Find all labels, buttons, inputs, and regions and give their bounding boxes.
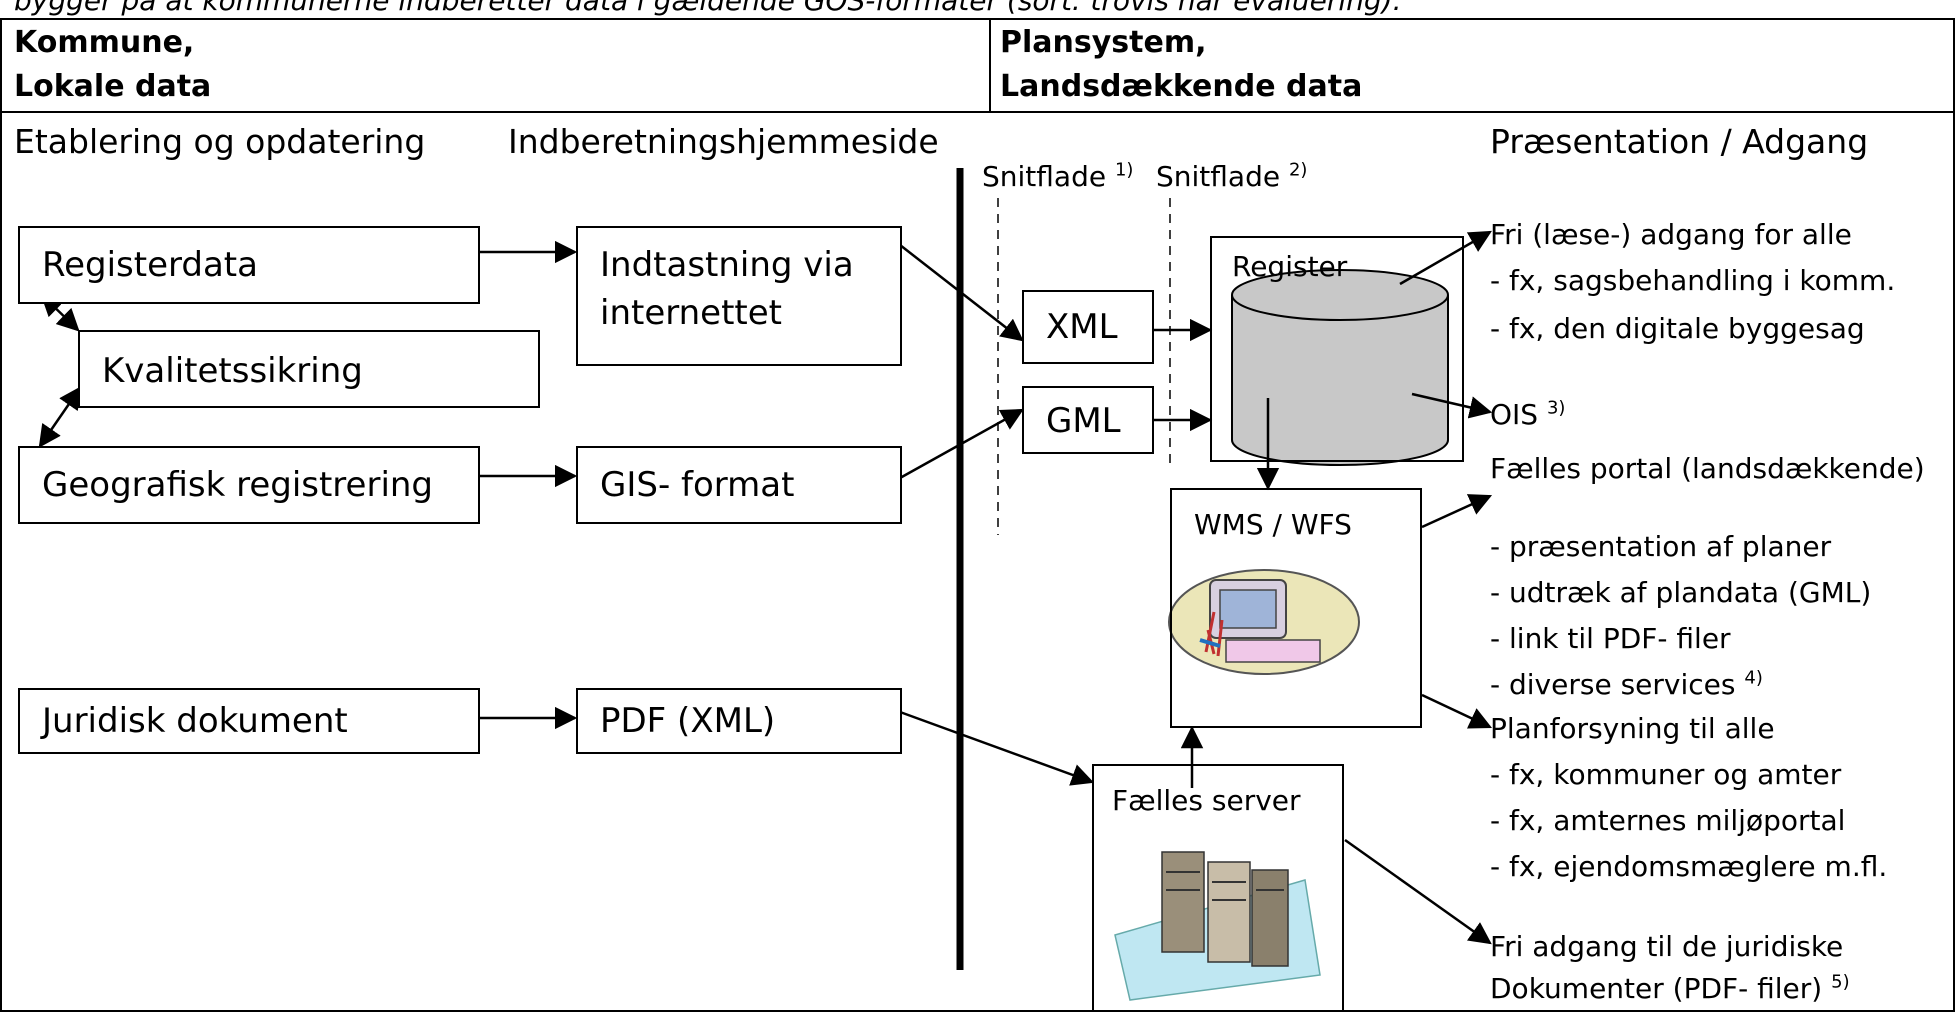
arrow-register-ois [1411, 392, 1493, 419]
box-registerdata: Registerdata [18, 226, 480, 304]
box-quality: Kvalitetssikring [78, 330, 540, 408]
header-right-line1: Plansystem, [1000, 25, 1207, 60]
database-cylinder-icon [1231, 269, 1449, 466]
arrow-wms-portal [1421, 494, 1493, 529]
access-legal-2-text: Dokumenter (PDF- filer) [1490, 972, 1823, 1005]
box-input-line1: Indtastning via [600, 245, 854, 285]
interface-label-1-text: Snitflade [982, 160, 1107, 193]
box-legal: Juridisk dokument [18, 688, 480, 754]
arrow-server-legal [1344, 838, 1492, 945]
box-input-line2: internettet [600, 293, 783, 333]
box-xml: XML [1022, 290, 1154, 364]
arrow-quality-geo [38, 386, 82, 448]
access-ois: OIS 3) [1490, 398, 1565, 432]
header-left-line1: Kommune, [14, 25, 195, 60]
arrow-pdf-server [899, 710, 1095, 786]
interface-label-1: Snitflade 1) [982, 160, 1133, 194]
box-wms-label: WMS / WFS [1194, 508, 1352, 541]
top-caption: bygger på at kommunerne indberetter data… [14, 0, 1402, 17]
arrow-input-xml [899, 244, 1024, 342]
access-ois-note: 3) [1546, 397, 1566, 419]
interface-label-2-text: Snitflade [1156, 160, 1281, 193]
access-free-read: Fri (læse-) adgang for alle [1490, 218, 1852, 251]
access-portal-4: - diverse services 4) [1490, 668, 1763, 702]
access-free-read-1: - fx, sagsbehandling i komm. [1490, 264, 1896, 297]
box-xml-label: XML [1046, 307, 1118, 347]
header-left-line2: Lokale data [14, 69, 212, 104]
access-supply: Planforsyning til alle [1490, 712, 1775, 745]
box-gml: GML [1022, 386, 1154, 454]
box-quality-label: Kvalitetssikring [102, 351, 363, 391]
interface-label-2-note: 2) [1288, 159, 1308, 181]
column-presentation: Præsentation / Adgang [1490, 122, 1869, 161]
box-gis-label: GIS- format [600, 465, 795, 505]
computer-clipart-icon [1168, 569, 1360, 675]
access-legal-2: Dokumenter (PDF- filer) 5) [1490, 972, 1850, 1006]
access-portal-2: - udtræk af plandata (GML) [1490, 576, 1872, 609]
table-frame [0, 18, 1955, 1012]
box-geo-label: Geografisk registrering [42, 465, 434, 505]
box-registerdata-label: Registerdata [42, 245, 258, 285]
column-establish: Etablering og opdatering [14, 122, 426, 161]
access-portal-1: - præsentation af planer [1490, 530, 1832, 563]
box-register-label: Register [1232, 250, 1348, 283]
box-gml-label: GML [1046, 401, 1121, 441]
access-portal-4-note: 4) [1744, 667, 1763, 689]
box-gis: GIS- format [576, 446, 902, 524]
box-legal-label: Juridisk dokument [42, 701, 348, 741]
access-portal: Fælles portal (landsdækkende) [1490, 452, 1925, 485]
access-ois-text: OIS [1490, 398, 1539, 431]
access-portal-3: - link til PDF- filer [1490, 622, 1731, 655]
interface-label-2: Snitflade 2) [1156, 160, 1307, 194]
arrow-register-freeread [1399, 230, 1492, 286]
access-free-read-2: - fx, den digitale byggesag [1490, 312, 1865, 345]
server-clipart-icon [1114, 851, 1321, 1001]
box-server: Fælles server [1092, 764, 1344, 1012]
access-legal-1: Fri adgang til de juridiske [1490, 930, 1844, 963]
column-report: Indberetningshjemmeside [508, 122, 939, 161]
access-supply-2: - fx, amternes miljøportal [1490, 804, 1846, 837]
access-supply-1: - fx, kommuner og amter [1490, 758, 1842, 791]
access-portal-4-text: - diverse services [1490, 668, 1736, 701]
box-server-label: Fælles server [1112, 784, 1301, 817]
box-geo: Geografisk registrering [18, 446, 480, 524]
interface-label-1-note: 1) [1114, 159, 1134, 181]
box-pdf-label: PDF (XML) [600, 701, 776, 741]
access-supply-3: - fx, ejendomsmæglere m.fl. [1490, 850, 1888, 883]
header-right-line2: Landsdækkende data [1000, 69, 1363, 104]
arrow-wms-supply [1421, 693, 1493, 729]
arrow-gis-gml [899, 408, 1024, 480]
box-pdf: PDF (XML) [576, 688, 902, 754]
box-wms: WMS / WFS [1170, 488, 1422, 728]
box-input: Indtastning via internettet [576, 226, 902, 366]
box-register: Register [1210, 236, 1464, 462]
access-legal-2-note: 5) [1831, 971, 1850, 993]
